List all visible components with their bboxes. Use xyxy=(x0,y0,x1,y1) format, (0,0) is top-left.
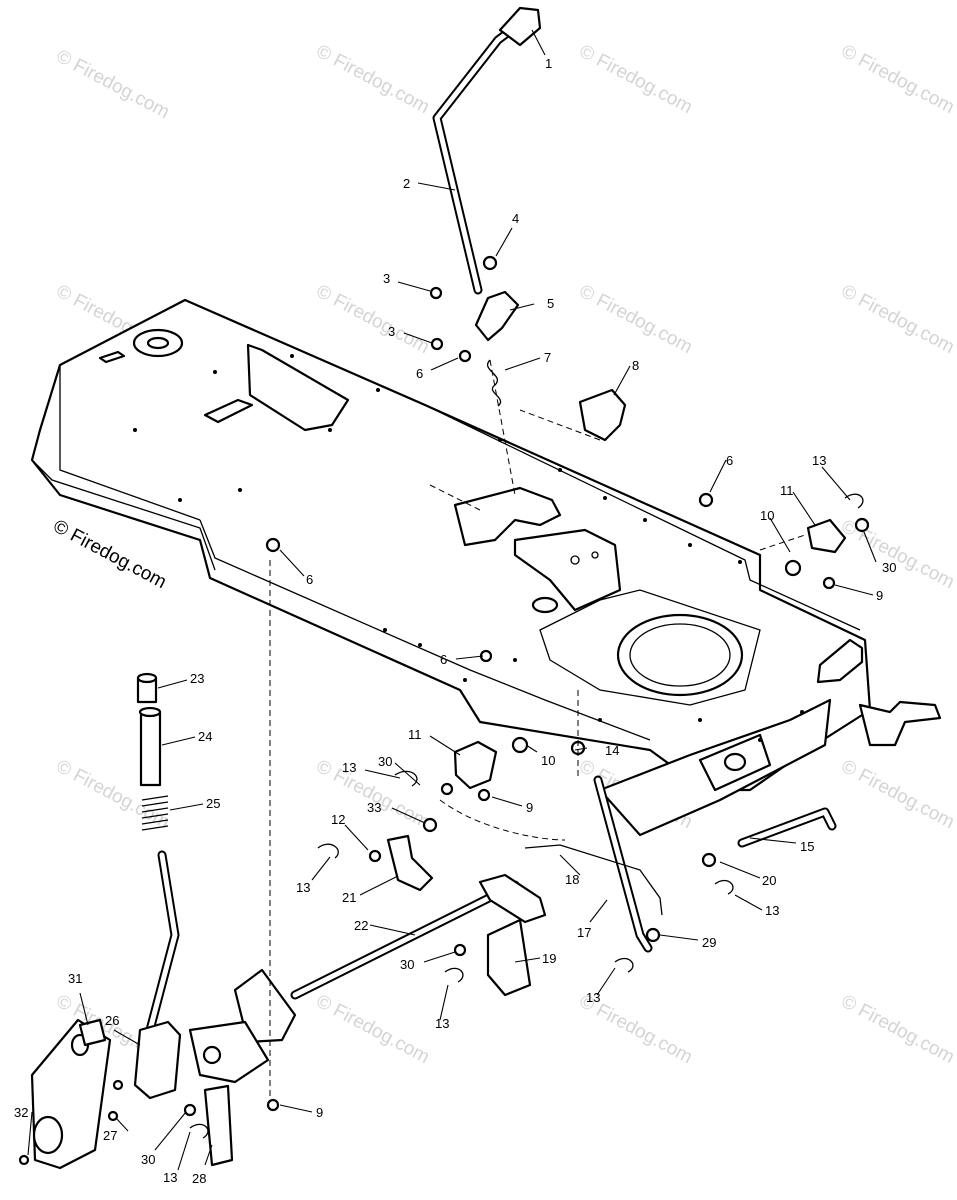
alignment-lines xyxy=(269,359,806,1100)
callout-21: 21 xyxy=(342,890,356,905)
callout-14: 14 xyxy=(605,743,619,758)
callout-10: 10 xyxy=(541,753,555,768)
callout-30: 30 xyxy=(378,754,392,769)
callout-10: 10 xyxy=(760,508,774,523)
callout-11: 11 xyxy=(780,483,794,498)
callout-13: 13 xyxy=(296,880,310,895)
callout-31: 31 xyxy=(68,971,82,986)
callout-6: 6 xyxy=(416,366,423,381)
watermark: © Firedog.com xyxy=(313,281,433,358)
callout-7: 7 xyxy=(544,350,551,365)
callout-3: 3 xyxy=(383,271,390,286)
callout-29: 29 xyxy=(702,935,716,950)
callout-33: 33 xyxy=(367,800,381,815)
callout-24: 24 xyxy=(198,729,212,744)
center-bracket xyxy=(453,486,622,612)
callout-6: 6 xyxy=(726,453,733,468)
callout-labels: 1 2 3 3 4 5 6 6 6 6 7 8 9 9 9 10 10 11 1… xyxy=(14,56,896,1186)
watermark: © Firedog.com xyxy=(838,41,957,118)
callout-30: 30 xyxy=(400,957,414,972)
column-parts xyxy=(136,672,169,831)
callout-9: 9 xyxy=(876,588,883,603)
callout-4: 4 xyxy=(512,211,519,226)
callout-13: 13 xyxy=(765,903,779,918)
callout-27: 27 xyxy=(103,1128,117,1143)
callout-32: 32 xyxy=(14,1105,28,1120)
lever-parts xyxy=(30,834,547,1170)
callout-13: 13 xyxy=(812,453,826,468)
watermark: © Firedog.com xyxy=(313,991,433,1068)
callout-22: 22 xyxy=(354,918,368,933)
callout-6: 6 xyxy=(440,652,447,667)
copyright-label: © Firedog.com xyxy=(50,516,170,593)
callout-12: 12 xyxy=(331,812,345,827)
callout-9: 9 xyxy=(316,1105,323,1120)
steering-shaft-upper xyxy=(432,6,542,407)
callout-17: 17 xyxy=(577,925,591,940)
right-hardware xyxy=(453,388,942,790)
watermark: © Firedog.com xyxy=(576,281,696,358)
callout-20: 20 xyxy=(762,873,776,888)
callout-25: 25 xyxy=(206,796,220,811)
callout-6: 6 xyxy=(306,572,313,587)
watermark: © Firedog.com xyxy=(838,281,957,358)
callout-11: 11 xyxy=(408,727,422,742)
callout-13: 13 xyxy=(342,760,356,775)
callout-19: 19 xyxy=(542,951,556,966)
lower-rods xyxy=(145,775,837,1035)
callout-28: 28 xyxy=(192,1171,206,1186)
watermark: © Firedog.com xyxy=(53,46,173,123)
callout-2: 2 xyxy=(403,176,410,191)
callout-26: 26 xyxy=(105,1013,119,1028)
watermark: © Firedog.com xyxy=(576,41,696,118)
watermark: © Firedog.com xyxy=(838,991,957,1068)
callout-13: 13 xyxy=(163,1170,177,1185)
callout-13: 13 xyxy=(435,1016,449,1031)
callout-8: 8 xyxy=(632,358,639,373)
callout-30: 30 xyxy=(882,560,896,575)
callout-5: 5 xyxy=(547,296,554,311)
callout-30: 30 xyxy=(141,1152,155,1167)
callout-1: 1 xyxy=(545,56,552,71)
leader-lines xyxy=(27,29,877,1171)
small-hardware xyxy=(18,255,870,1166)
callout-9: 9 xyxy=(526,800,533,815)
watermark: © Firedog.com xyxy=(838,756,957,833)
watermark: © Firedog.com xyxy=(313,41,433,118)
frame xyxy=(30,298,872,837)
callout-18: 18 xyxy=(565,872,579,887)
callout-15: 15 xyxy=(800,839,814,854)
callout-3: 3 xyxy=(388,324,395,339)
callout-13: 13 xyxy=(586,990,600,1005)
callout-23: 23 xyxy=(190,671,204,686)
